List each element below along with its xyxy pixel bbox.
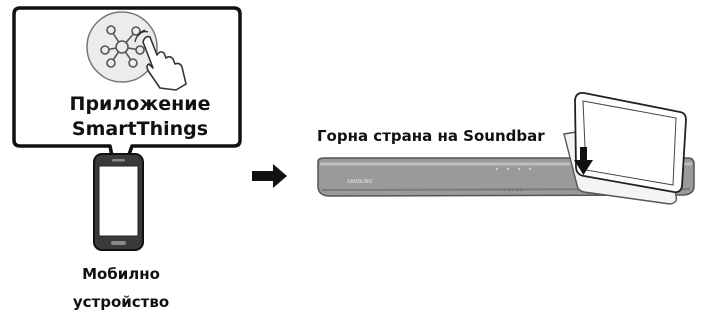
app-name-line1: Приложение bbox=[69, 93, 211, 115]
phone-caption-line2: устройство bbox=[72, 293, 170, 311]
tapping-hand-icon bbox=[134, 29, 187, 91]
brand-label: SAMSUNG bbox=[347, 179, 372, 185]
mobile-phone-icon bbox=[93, 153, 144, 251]
soundbar-top-label: Горна страна на Soundbar bbox=[317, 127, 545, 145]
right-arrow-icon bbox=[252, 164, 287, 188]
speech-bubble bbox=[12, 6, 242, 188]
phone-on-soundbar bbox=[563, 91, 687, 205]
app-name-line2: SmartThings bbox=[71, 118, 209, 140]
phone-caption-line1: Мобилно bbox=[82, 265, 160, 283]
down-arrow-icon bbox=[574, 147, 593, 175]
smartthings-hub-icon bbox=[86, 11, 158, 83]
